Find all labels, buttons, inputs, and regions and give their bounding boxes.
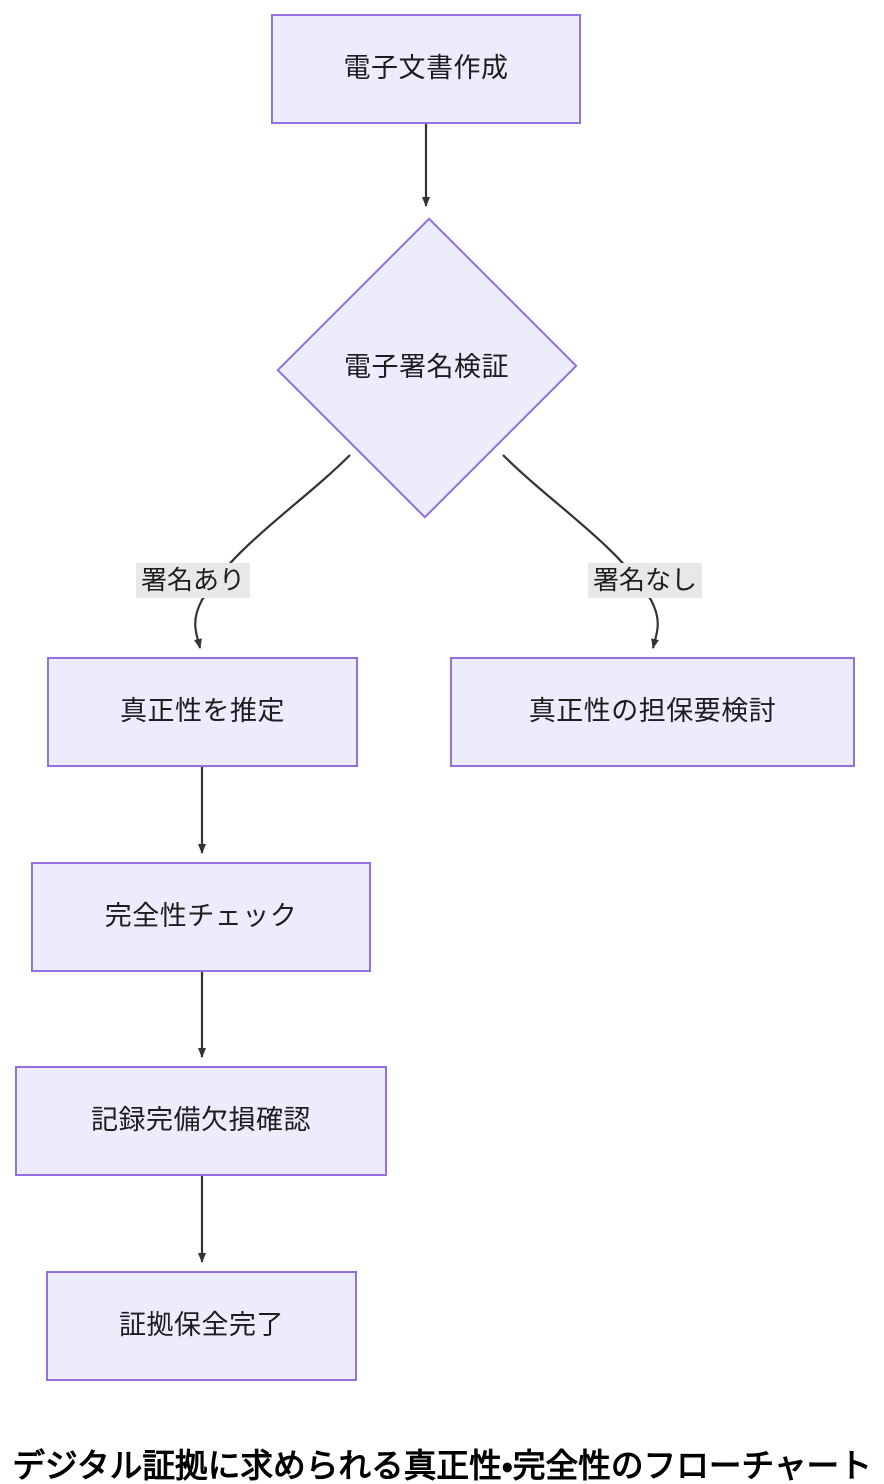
node-presume-authenticity[interactable]: 真正性を推定: [47, 657, 358, 767]
node-evidence-preservation-complete[interactable]: 証拠保全完了: [46, 1271, 357, 1381]
node-label: 真正性の担保要検討: [528, 696, 777, 727]
edge-label-signature-absent: 署名なし: [588, 563, 703, 599]
node-signature-verification-decision[interactable]: 電子署名検証: [275, 215, 578, 520]
node-label: 証拠保全完了: [119, 1310, 284, 1341]
node-label: 電子署名検証: [344, 351, 509, 382]
node-record-completeness-check[interactable]: 記録完備欠損確認: [15, 1066, 387, 1176]
node-label: 真正性を推定: [120, 696, 285, 727]
node-label: 電子文書作成: [343, 53, 509, 84]
node-label: 記録完備欠損確認: [91, 1105, 311, 1136]
flowchart-canvas: 電子文書作成 電子署名検証 真正性を推定 真正性の担保要検討 完全性チェック 記…: [15, 14, 855, 1381]
node-label: 完全性チェック: [104, 901, 298, 932]
caption-text: デジタル証拠に求められる真正性・完全性のフローチャート: [12, 1446, 872, 1484]
edge-label-signature-present: 署名あり: [136, 563, 251, 599]
node-electronic-document-creation[interactable]: 電子文書作成: [271, 14, 581, 124]
node-authenticity-assurance-review[interactable]: 真正性の担保要検討: [450, 657, 855, 767]
node-integrity-check[interactable]: 完全性チェック: [31, 862, 371, 972]
figure-caption: デジタル証拠に求められる真正性・完全性のフローチャート: [0, 1400, 884, 1484]
